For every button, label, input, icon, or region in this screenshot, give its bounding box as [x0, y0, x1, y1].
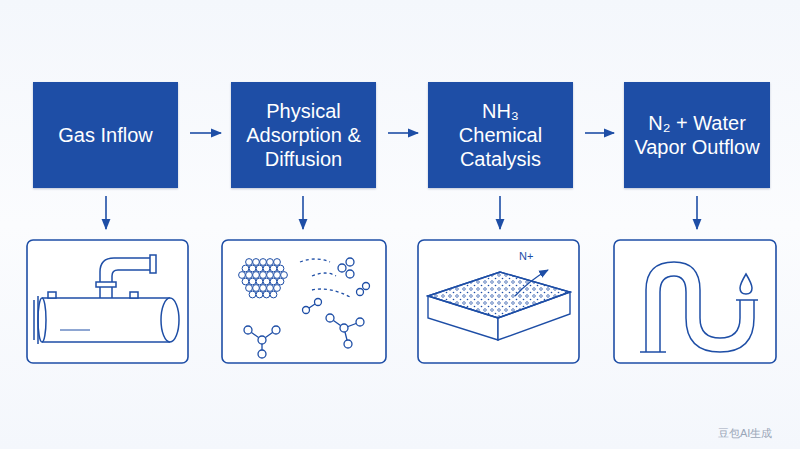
box-text: Gas Inflow — [58, 123, 152, 147]
process-box: Physical Adsorption & Diffusion — [231, 82, 376, 188]
flow-arrow — [388, 132, 418, 134]
flow-arrow — [190, 132, 221, 134]
pipe-icon — [34, 255, 179, 344]
down-arrows — [106, 196, 697, 229]
process-box: Gas Inflow — [33, 82, 178, 188]
ion-label: N+ — [519, 250, 533, 262]
outlet-pipe-icon — [640, 262, 758, 352]
watermark: 豆包AI生成 — [718, 426, 772, 441]
box-text: NH₃ Chemical Catalysis — [438, 99, 563, 171]
flow-arrow — [585, 132, 614, 134]
box-text: N₂ + Water Vapor Outflow — [634, 111, 760, 159]
adsorbent-cluster — [239, 259, 288, 298]
catalyst-slab — [428, 270, 570, 340]
box-text: Physical Adsorption & Diffusion — [241, 99, 366, 171]
process-box: NH₃ Chemical Catalysis — [428, 82, 573, 188]
molecule-icons — [244, 258, 370, 358]
process-box: N₂ + Water Vapor Outflow — [624, 82, 770, 188]
panels — [27, 240, 776, 363]
